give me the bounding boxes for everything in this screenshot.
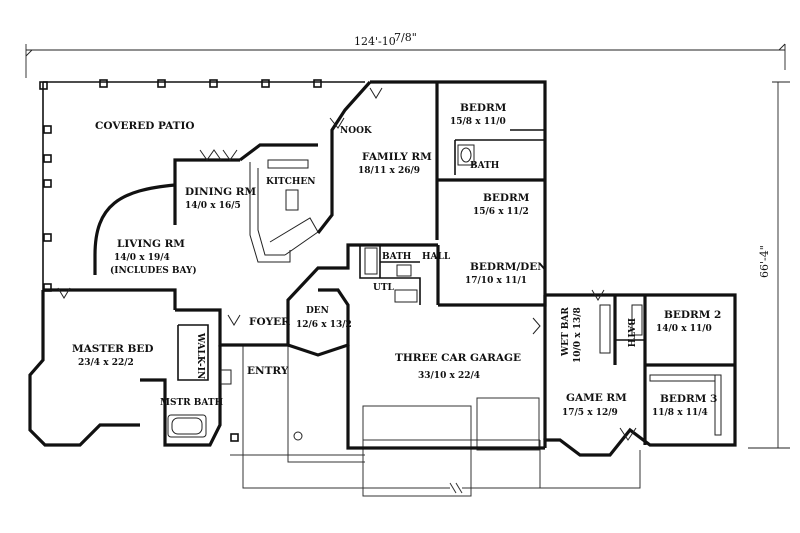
living-rm-size: 14/0 x 19/4 [114, 253, 170, 263]
bedrm-1-size: 15/8 x 11/0 [450, 117, 506, 127]
mstr-bath-label: MSTR BATH [160, 398, 224, 408]
bedrm-2-size: 15/6 x 11/2 [473, 207, 529, 217]
dimension-lines [25, 43, 790, 449]
overall-depth-label: 66'-4" [758, 245, 771, 278]
exterior-walls [28, 80, 737, 457]
wet-bar-label: WET BAR [561, 307, 571, 357]
utl-label: UTL [373, 283, 395, 293]
hall-label: HALL [422, 252, 451, 262]
master-bed-size: 23/4 x 22/2 [78, 358, 134, 368]
patio-posts [39, 79, 322, 442]
bath-3-label: BATH [625, 318, 635, 348]
wet-bar-size: 10/0 x 13/8 [573, 307, 583, 363]
three-car-garage-size: 33/10 x 22/4 [418, 371, 480, 381]
bath-2-label: BATH [382, 252, 412, 262]
living-rm-label: LIVING RM [117, 238, 185, 250]
bedrm-2-label: BEDRM [483, 192, 530, 204]
bedrm-2b-label: BEDRM 2 [664, 309, 721, 321]
dining-rm-size: 14/0 x 16/5 [185, 201, 241, 211]
bath-1-label: BATH [470, 161, 500, 171]
overall-width-fraction: 7/8" [394, 31, 417, 44]
dining-rm-label: DINING RM [185, 186, 256, 198]
family-rm-label: FAMILY RM [362, 151, 432, 163]
fixtures [167, 144, 722, 441]
overall-width-label: 124'-10 [354, 35, 396, 48]
game-rm-label: GAME RM [566, 392, 627, 404]
door-swings [57, 87, 637, 441]
master-bed-label: MASTER BED [72, 343, 154, 355]
den-label: DEN [306, 306, 329, 316]
walk-in-label: WALK-IN [195, 332, 205, 379]
kitchen-label: KITCHEN [266, 177, 315, 187]
bedrm-1-label: BEDRM [460, 102, 507, 114]
den-size: 12/6 x 13/2 [296, 320, 352, 330]
covered-patio-label: COVERED PATIO [95, 120, 195, 132]
bedrm-den-label: BEDRM/DEN [470, 261, 547, 273]
three-car-garage-label: THREE CAR GARAGE [395, 352, 521, 364]
family-rm-size: 18/11 x 26/9 [358, 166, 420, 176]
living-rm-note: (INCLUDES BAY) [110, 265, 197, 276]
nook-label: NOOK [340, 126, 373, 136]
bedrm-3-size: 11/8 x 11/4 [652, 408, 708, 418]
bedrm-den-size: 17/10 x 11/1 [465, 276, 527, 286]
driveway [230, 345, 641, 497]
entry-label: ENTRY [247, 365, 289, 377]
bedrm-2b-size: 14/0 x 11/0 [656, 324, 712, 334]
bedrm-3-label: BEDRM 3 [660, 393, 717, 405]
foyer-label: FOYER [249, 316, 290, 328]
game-rm-size: 17/5 x 12/9 [562, 408, 618, 418]
